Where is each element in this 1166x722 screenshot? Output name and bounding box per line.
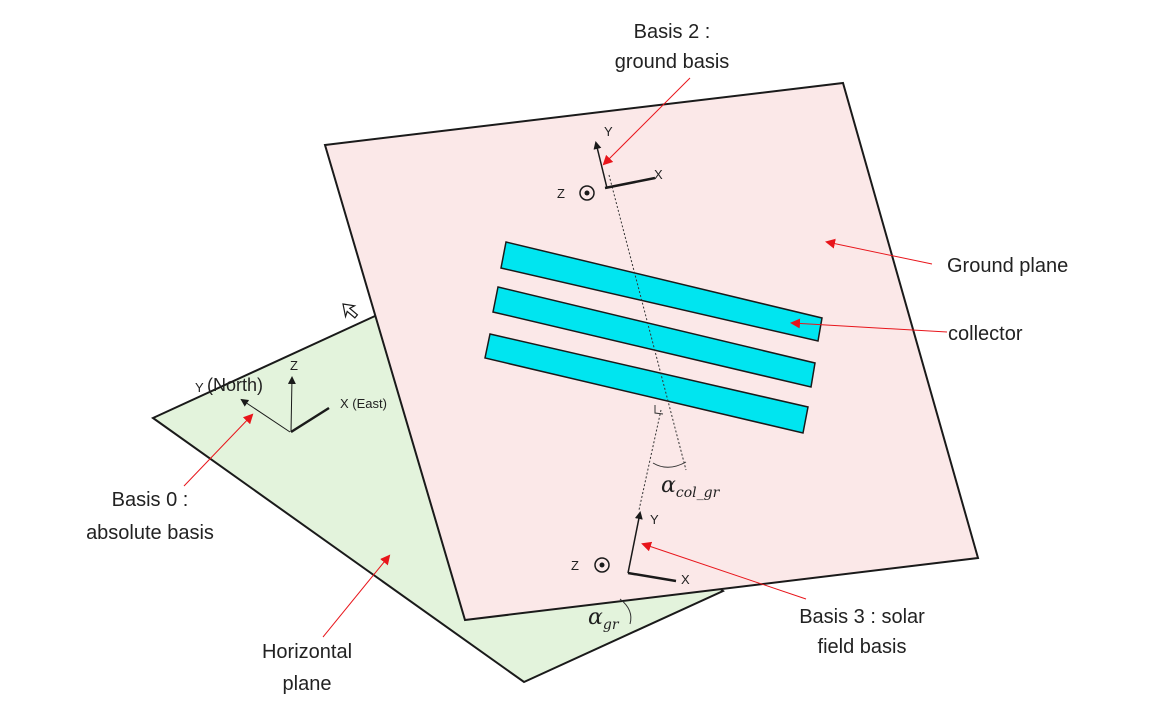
ground-plane — [323, 81, 980, 622]
basis2-y-axis — [593, 141, 608, 189]
basis2-title-line2: ground basis — [615, 51, 730, 73]
basis3-y-label: Y — [650, 512, 659, 527]
ground-y-dashed-line — [608, 174, 687, 471]
basis0-title-line1: Basis 0 : — [112, 489, 189, 511]
pointer-collector — [790, 318, 948, 333]
basis3-x-label: X — [681, 572, 690, 587]
basis2-x-label: X — [654, 167, 663, 182]
basis2-title-line1: Basis 2 : — [634, 21, 711, 43]
basis0-z-label: Z — [290, 358, 298, 373]
basis3-title-line1: Basis 3 : solar — [799, 606, 925, 628]
collector-strip-3 — [484, 333, 809, 434]
pointer-ground-plane — [825, 238, 933, 265]
alpha-col-gr-label: αcol_gr — [661, 473, 721, 501]
basis3-z-dot-icon — [594, 557, 610, 573]
basis0-x-axis — [290, 406, 330, 434]
pointer-horizontal-plane — [322, 554, 391, 638]
basis2-z-label: Z — [557, 186, 565, 201]
collector-label: collector — [948, 323, 1023, 345]
pointer-basis3 — [641, 541, 807, 600]
basis3-title-line2: field basis — [818, 636, 907, 658]
ground-plane-label: Ground plane — [947, 255, 1068, 277]
basis3-x-axis — [627, 571, 677, 583]
horizontal-plane-line1: Horizontal — [262, 641, 352, 663]
pointer-basis0 — [183, 413, 254, 487]
basis0-title-line2: absolute basis — [86, 522, 214, 544]
basis0-z-axis — [287, 376, 296, 433]
alpha-gr-label: αgr — [588, 605, 620, 633]
pointer-basis2 — [602, 77, 691, 166]
basis2-x-axis — [604, 176, 656, 190]
basis3-y-axis — [627, 511, 643, 574]
basis3-z-label: Z — [571, 558, 579, 573]
horizontal-plane-line2: plane — [283, 673, 332, 695]
collector-strip-1 — [500, 241, 823, 342]
cursor-arrow-icon — [342, 303, 359, 319]
basis2-y-label: Y — [604, 124, 613, 139]
right-angle-mark — [654, 405, 664, 415]
alpha-gr-arc — [619, 598, 632, 625]
basis0-y-label: Y — [195, 380, 204, 395]
collector-normal-dashed-line — [638, 409, 662, 511]
basis2-z-dot-icon — [579, 185, 595, 201]
basis0-north-label: (North) — [207, 375, 263, 395]
collector-strip-2 — [492, 286, 816, 388]
basis0-y-axis — [240, 398, 291, 433]
alpha-col-gr-arc — [652, 461, 687, 468]
basis0-x-label: X (East) — [340, 396, 387, 411]
